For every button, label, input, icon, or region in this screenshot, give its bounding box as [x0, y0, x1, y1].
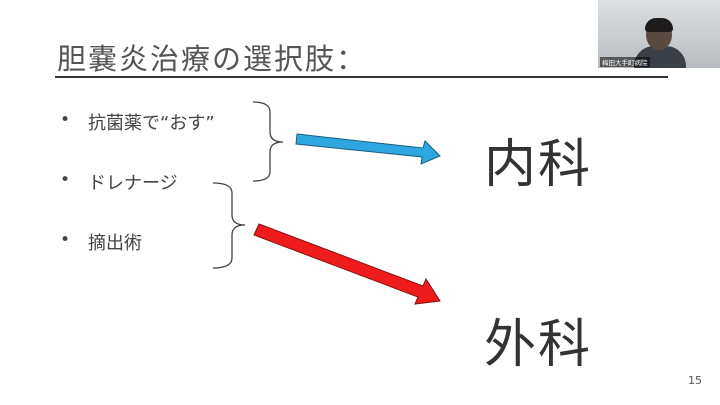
- bullet-antibiotics: 抗菌薬で“おす”: [88, 113, 215, 134]
- red-arrow: [253, 223, 441, 305]
- bullet-resection: 摘出術: [88, 233, 142, 254]
- internal-medicine-label: 内科: [484, 135, 593, 195]
- bullet-marker: •: [60, 230, 71, 250]
- title-underline: [55, 76, 668, 78]
- surgery-label: 外科: [484, 315, 593, 375]
- webcam-video: 梅田大手町病院: [598, 0, 720, 68]
- page-number: 15: [688, 374, 702, 387]
- webcam-name-label: 梅田大手町病院: [600, 57, 650, 67]
- slide-title: 胆嚢炎治療の選択肢：: [57, 42, 368, 76]
- speaker-hair: [645, 18, 673, 32]
- bullet-marker: •: [60, 170, 71, 190]
- bullet-marker: •: [60, 110, 71, 130]
- brace-lower: [212, 182, 246, 269]
- bullet-drainage: ドレナージ: [88, 173, 178, 194]
- blue-arrow: [295, 133, 441, 165]
- brace-upper: [252, 101, 284, 182]
